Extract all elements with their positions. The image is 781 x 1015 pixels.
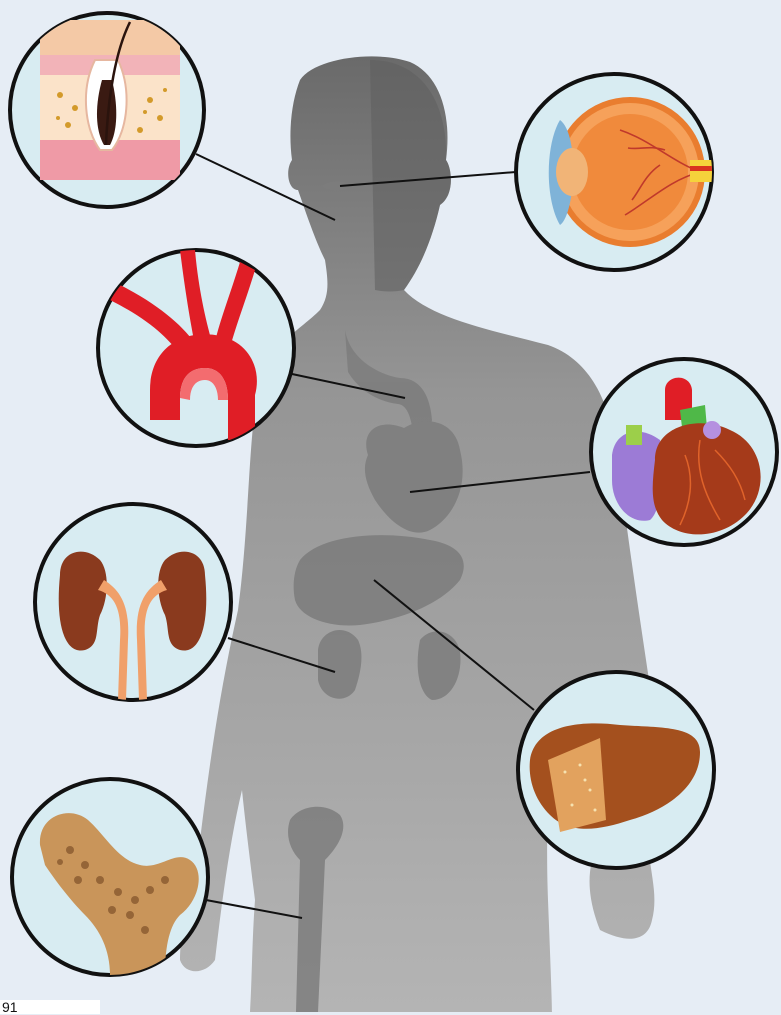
kidney-left-shadow (318, 630, 361, 699)
heart-callout (591, 359, 777, 545)
liver-callout (518, 672, 714, 868)
eye-icon (549, 100, 730, 244)
skin-icon (40, 20, 180, 180)
kidneys-callout (35, 504, 231, 700)
eye-callout (516, 74, 730, 270)
bone-callout (12, 779, 208, 975)
skin-callout (10, 13, 204, 207)
aorta-callout (98, 250, 294, 446)
